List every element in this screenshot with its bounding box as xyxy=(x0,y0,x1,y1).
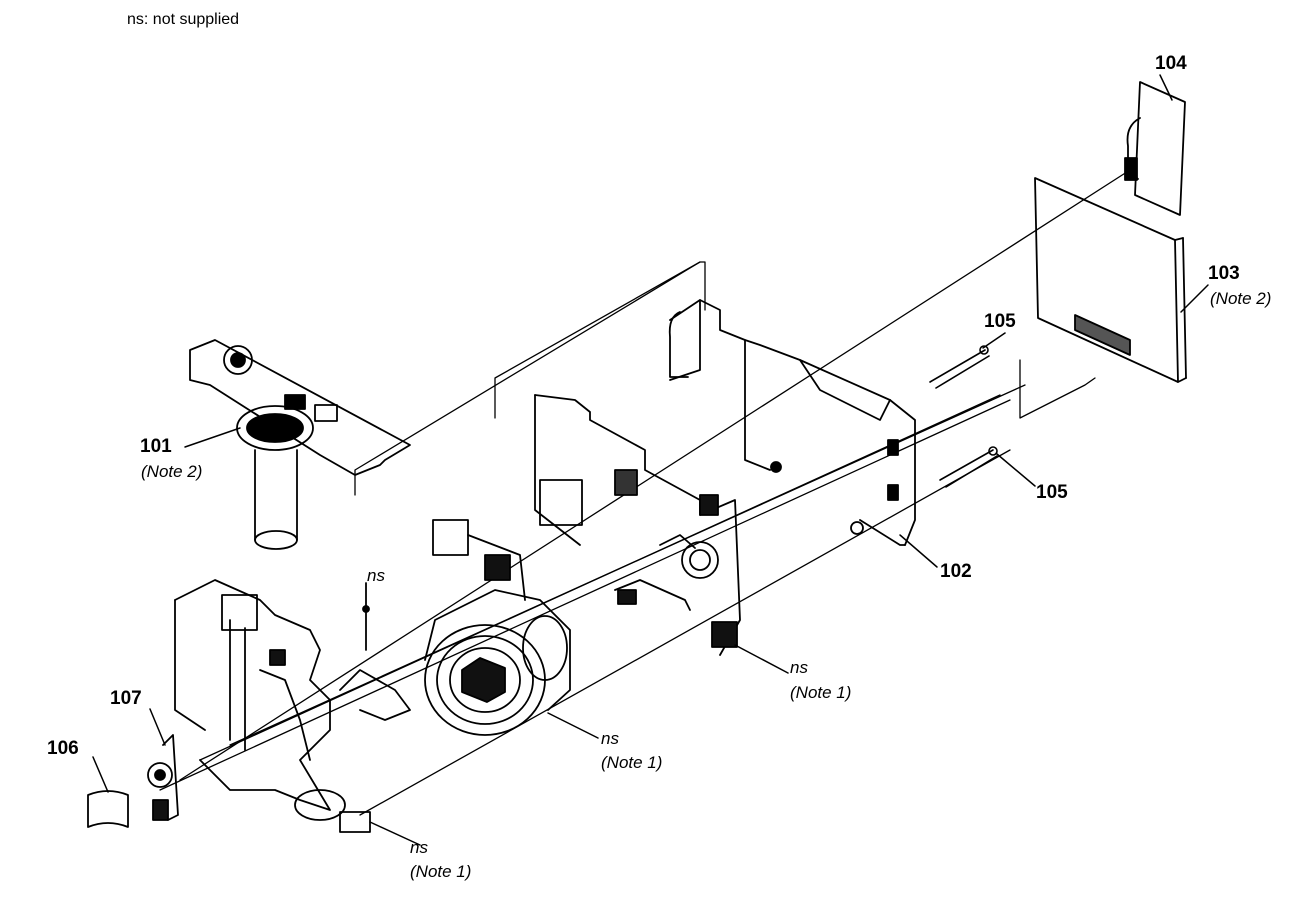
callout-ns-right: ns xyxy=(790,658,808,677)
part-105-screws xyxy=(929,345,998,488)
center-plate-assembly xyxy=(534,394,741,656)
callout-ns-bottom-note: (Note 1) xyxy=(410,862,472,881)
legend-text: ns: not supplied xyxy=(127,11,240,28)
callout-104: 104 xyxy=(1155,53,1187,74)
part-101-control-board xyxy=(189,339,411,550)
part-104-board xyxy=(1124,81,1186,216)
callout-101: 101 xyxy=(140,436,172,457)
part-106-cover xyxy=(87,790,129,828)
callout-ns-lens: ns xyxy=(601,729,619,748)
callout-105-lower: 105 xyxy=(1036,482,1068,503)
callout-ns-right-note: (Note 1) xyxy=(790,683,852,702)
leader-lines xyxy=(92,74,1209,846)
part-102-chassis xyxy=(668,299,916,546)
callout-ns-lens-note: (Note 1) xyxy=(601,753,663,772)
callout-105-upper: 105 xyxy=(984,311,1016,332)
callout-106: 106 xyxy=(47,738,79,759)
part-103-board xyxy=(1034,177,1187,383)
front-bracket-assembly xyxy=(174,579,411,833)
callout-103-note: (Note 2) xyxy=(1210,289,1272,308)
callout-107: 107 xyxy=(110,688,142,709)
callout-ns-screw: ns xyxy=(367,566,385,585)
lens-assembly xyxy=(424,519,571,736)
callout-ns-bottom: ns xyxy=(410,838,428,857)
callout-102: 102 xyxy=(940,561,972,582)
assembly-outline-frame xyxy=(354,261,1096,496)
alignment-lines xyxy=(159,169,1131,816)
callout-101-note: (Note 2) xyxy=(141,462,203,481)
part-107-bracket xyxy=(147,734,179,821)
callout-103: 103 xyxy=(1208,263,1240,284)
